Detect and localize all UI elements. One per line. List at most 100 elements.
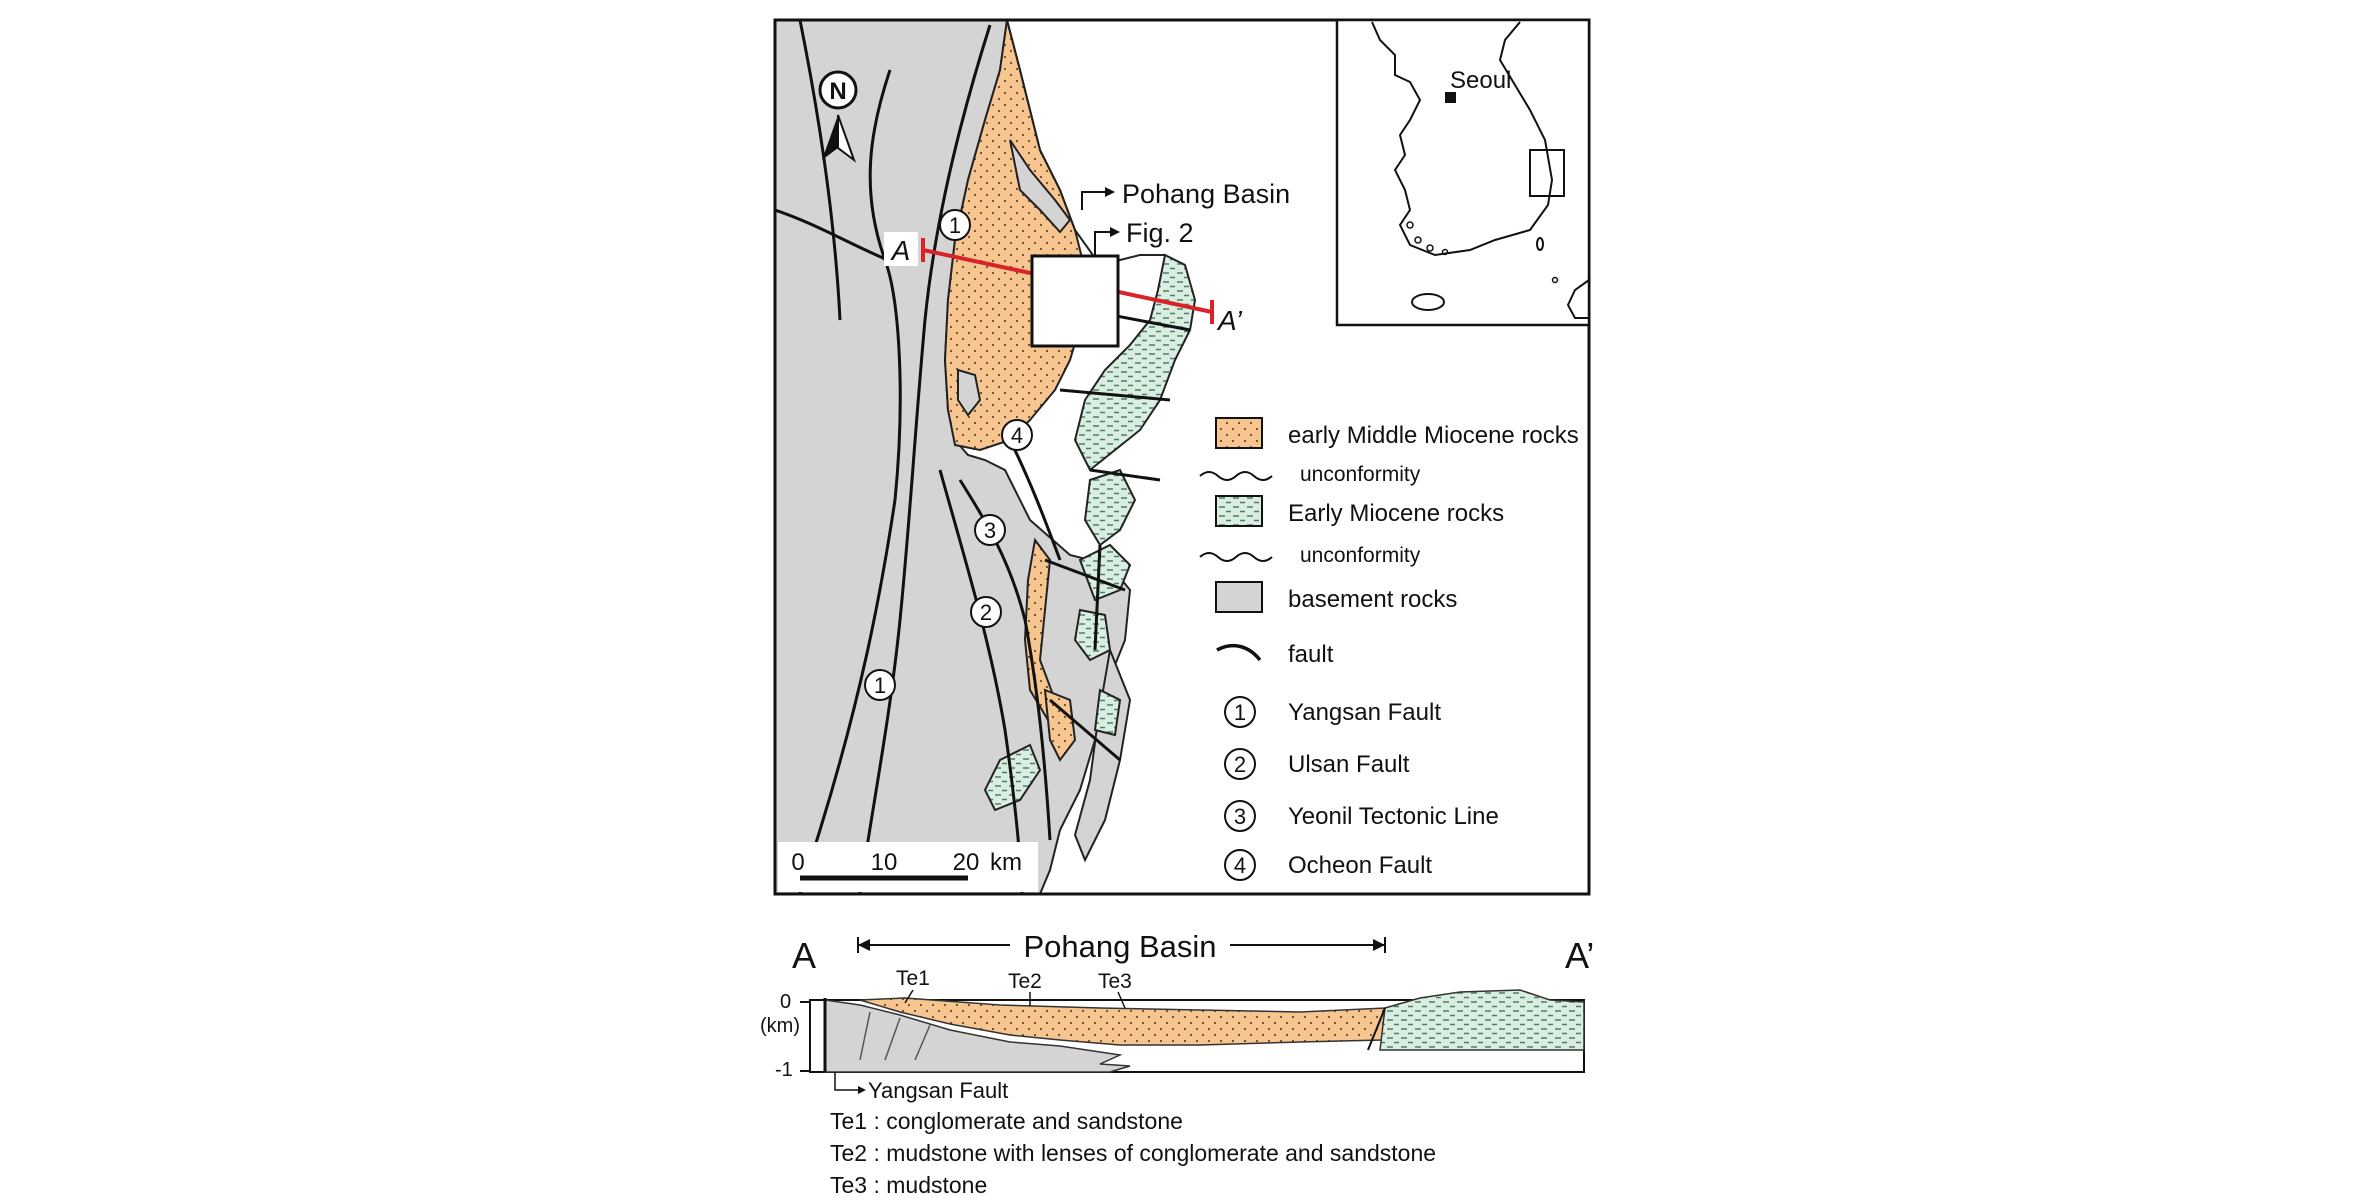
arrowhead (1105, 187, 1115, 197)
legend-label: Early Miocene rocks (1288, 500, 1504, 527)
north-label: N (829, 78, 846, 105)
island (1551, 276, 1559, 284)
north-arrow: N (818, 70, 858, 163)
arrowhead (1373, 939, 1385, 951)
jeju-island (1411, 293, 1445, 311)
svg-text:10: 10 (871, 849, 898, 876)
early-miocene-area (1083, 468, 1137, 547)
unit-label-te2: Te2 (1008, 970, 1042, 993)
y-tick-0: 0 (780, 991, 791, 1013)
leaders (1081, 191, 1110, 255)
leader (1117, 991, 1126, 1009)
map-frame (773, 18, 1591, 896)
island (1441, 248, 1449, 256)
section-basement (824, 999, 1131, 1073)
early-miocene-area (1073, 608, 1112, 662)
legend-circle: 2 (1224, 748, 1256, 780)
svg-text:3: 3 (1234, 804, 1246, 829)
fault-marker: 2 (970, 596, 1002, 628)
label-fig2: Fig. 2 (1126, 218, 1194, 248)
legend-label: Yangsan Fault (1288, 699, 1441, 726)
legend-label: unconformity (1300, 463, 1421, 486)
legend-label: unconformity (1300, 544, 1421, 567)
svg-text:4: 4 (1011, 423, 1023, 448)
svg-text:3: 3 (984, 518, 996, 543)
basin-label-bg (1010, 928, 1230, 962)
y-tick-minus1: -1 (775, 1059, 793, 1081)
legend-label: Ulsan Fault (1288, 751, 1410, 778)
svg-text:1: 1 (874, 673, 886, 698)
label-a-bg (884, 232, 918, 266)
caption-te3: Te3 : mudstone (830, 1172, 988, 1198)
inset-map: Seoul (1335, 18, 1591, 327)
section-early-miocene (1379, 989, 1585, 1051)
svg-text:1: 1 (949, 213, 961, 238)
leader (904, 989, 914, 1004)
legend-circle: 3 (1224, 800, 1256, 832)
section-left-label: A (792, 935, 816, 976)
section-fault (1367, 1007, 1386, 1051)
arrowhead (1110, 227, 1120, 237)
basement-enclave (957, 368, 982, 417)
coastline (1006, 20, 1165, 267)
fault-marker: 1 (864, 669, 896, 701)
section-fault-label: Yangsan Fault (868, 1078, 1008, 1103)
svg-text:4: 4 (1234, 853, 1246, 878)
legend-unconformity-line (1199, 471, 1273, 481)
legend-label: Yeonil Tectonic Line (1288, 803, 1499, 830)
study-area-box (1529, 149, 1565, 197)
fault-marker: 1 (939, 209, 971, 241)
section-right-label: A’ (1565, 935, 1594, 976)
arrowhead (858, 1086, 866, 1094)
inset-frame (1335, 18, 1591, 327)
legend-swatch-basement (1215, 581, 1263, 613)
fig2-box-white (1032, 256, 1118, 346)
y-unit: (km) (760, 1015, 800, 1037)
korea-outline (1371, 21, 1554, 257)
island (1406, 221, 1414, 229)
seoul-marker (1445, 92, 1456, 103)
north-arrow-light-half (837, 114, 857, 163)
legend-label: fault (1288, 641, 1334, 668)
svg-text:km: km (990, 849, 1022, 876)
island (1536, 237, 1544, 251)
section-middle-miocene (859, 997, 1386, 1046)
svg-text:2: 2 (980, 600, 992, 625)
island (1414, 236, 1422, 244)
seoul-label: Seoul (1450, 67, 1511, 94)
middle-miocene-lens (1043, 688, 1077, 762)
scale-bar-bg (778, 842, 1038, 892)
leader (834, 1072, 860, 1091)
legend: early Middle Miocene rocks unconformity … (1199, 417, 1579, 881)
fig2-box-outline (1030, 254, 1120, 348)
cross-section: A A’ Pohang Basin Te1 Te2 Te3 0 (km) - (760, 928, 1594, 1103)
basement-enclave (1009, 139, 1072, 234)
legend-fault-line (1216, 643, 1262, 662)
svg-text:2: 2 (1234, 752, 1246, 777)
north-arrow-dark-half (822, 115, 838, 160)
legend-circle: 1 (1224, 696, 1256, 728)
legend-swatch-middle-miocene (1215, 417, 1263, 449)
unit-label-te3: Te3 (1098, 970, 1132, 993)
scale-bar: 0 10 20 km (778, 842, 1038, 892)
legend-label: basement rocks (1288, 586, 1457, 613)
section-basement-faults (859, 1011, 931, 1061)
island (1426, 244, 1434, 252)
fault-marker: 4 (1001, 419, 1033, 451)
legend-circle: 4 (1224, 849, 1256, 881)
svg-text:0: 0 (791, 849, 804, 876)
legend-swatch-early-miocene (1215, 495, 1263, 527)
label-pohang-basin: Pohang Basin (1122, 179, 1290, 209)
caption-te2: Te2 : mudstone with lenses of conglomera… (830, 1140, 1437, 1166)
north-arrow-circle (818, 70, 858, 110)
arrowhead (858, 939, 870, 951)
early-miocene-area (1093, 688, 1122, 737)
fault-marker: 3 (974, 514, 1006, 546)
legend-label: Ocheon Fault (1288, 852, 1432, 879)
japan-edge (1566, 279, 1590, 319)
section-basin-label: Pohang Basin (1023, 929, 1216, 964)
svg-text:1: 1 (1234, 700, 1246, 725)
legend-unconformity-line (1199, 552, 1273, 562)
caption-te1: Te1 : conglomerate and sandstone (830, 1108, 1183, 1134)
